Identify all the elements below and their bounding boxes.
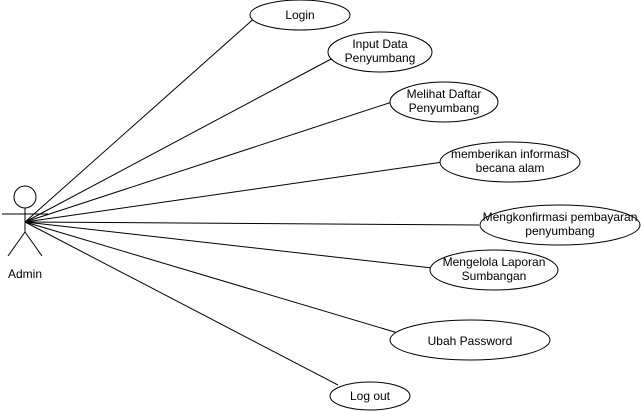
actor-admin: Admin: [2, 185, 48, 281]
use-case-label: Ubah Password: [428, 334, 513, 348]
use-case-label: Mengkonfirmasi pembayaran: [483, 210, 638, 224]
actor-label: Admin: [8, 267, 42, 281]
use-case-label: Log out: [350, 389, 391, 403]
actor-head: [13, 185, 37, 209]
actor-right-leg: [24, 231, 43, 257]
association-input-data-penyumbang: [24, 57, 334, 223]
association-melihat-daftar-penyumbang: [24, 101, 393, 223]
use-case-label: Penyumbang: [345, 51, 416, 65]
use-case-log-out[interactable]: Log out: [329, 381, 411, 411]
association-log-out: [24, 221, 339, 386]
use-case-label: becana alam: [476, 161, 545, 175]
use-case-label: Sumbangan: [462, 269, 527, 283]
use-case-label: memberikan informasi: [451, 147, 569, 161]
use-case-memberikan-informasi-becana-alam[interactable]: memberikan informasi becana alam: [439, 141, 581, 183]
use-case-login[interactable]: Login: [249, 0, 351, 31]
association-login: [24, 14, 259, 223]
use-case-label: Mengelola Laporan: [443, 255, 546, 269]
associations: [24, 14, 480, 386]
use-case-mengelola-laporan-sumbangan[interactable]: Mengelola Laporan Sumbangan: [429, 249, 559, 291]
association-mengelola-laporan: [24, 221, 433, 269]
actor-left-leg: [7, 231, 26, 257]
association-mengkonfirmasi-pembayaran: [24, 221, 480, 226]
association-memberikan-informasi: [24, 161, 444, 223]
association-ubah-password: [24, 221, 399, 334]
use-case-mengkonfirmasi-pembayaran-penyumbang[interactable]: Mengkonfirmasi pembayaran penyumbang: [479, 204, 641, 246]
use-case-label: Input Data: [352, 37, 408, 51]
use-case-ubah-password[interactable]: Ubah Password: [389, 319, 551, 361]
use-case-label: penyumbang: [525, 224, 594, 238]
use-case-label: Penyumbang: [409, 101, 480, 115]
use-case-input-data-penyumbang[interactable]: Input Data Penyumbang: [327, 31, 433, 73]
use-case-melihat-daftar-penyumbang[interactable]: Melihat Daftar Penyumbang: [389, 81, 499, 123]
use-case-label: Login: [285, 8, 314, 22]
use-case-label: Melihat Daftar: [407, 87, 482, 101]
